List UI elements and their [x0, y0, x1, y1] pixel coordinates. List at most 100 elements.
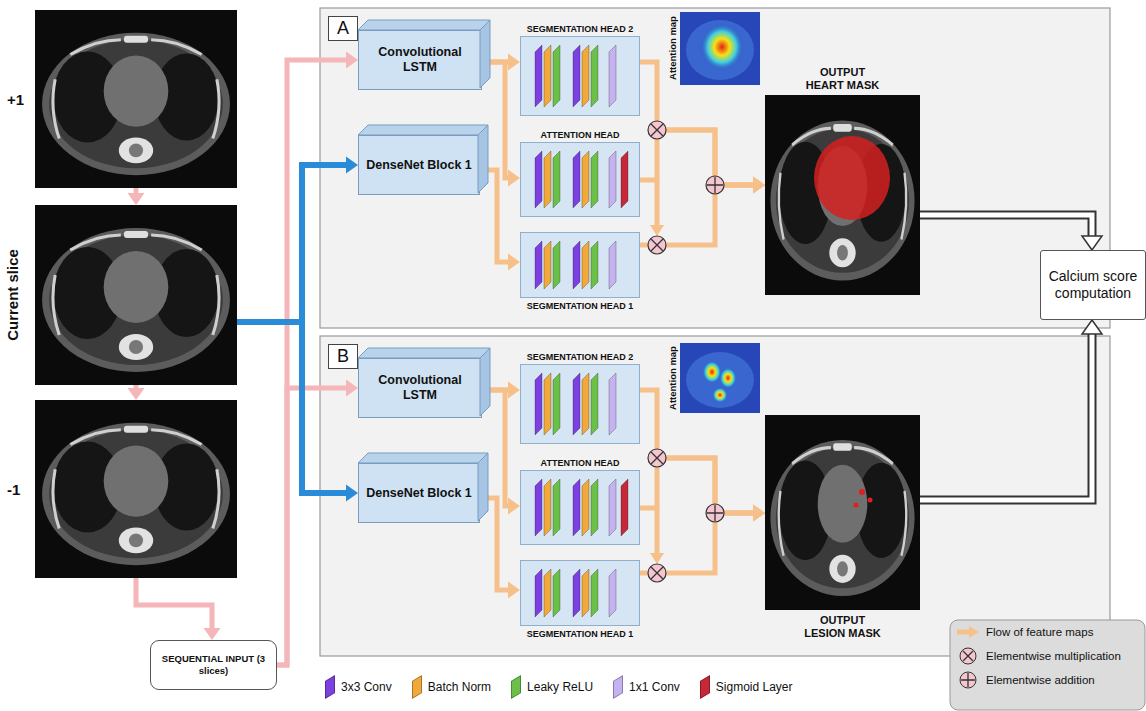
add-symbol — [706, 504, 724, 522]
output-mask: OUTPUT HEART MASK — [765, 95, 920, 295]
attention-map — [680, 343, 760, 413]
arrow-head — [753, 177, 765, 194]
lesion-mark — [859, 489, 865, 495]
connector — [128, 188, 145, 205]
legend-sample — [956, 647, 980, 665]
arrow-head — [128, 388, 145, 400]
layer-stack: ATTENTION HEAD — [520, 470, 640, 545]
connector — [640, 390, 765, 522]
legend-item: 3x3 Conv — [325, 678, 392, 696]
layer-slab — [609, 373, 616, 435]
layer-slab — [582, 241, 589, 289]
layer-slab — [544, 151, 551, 208]
output-mask: OUTPUT LESION MASK — [765, 415, 920, 610]
add-symbol — [706, 176, 724, 194]
output-title: OUTPUT HEART MASK — [800, 66, 886, 92]
legend-box — [950, 620, 1145, 710]
arrow-head — [1082, 236, 1102, 250]
network-block: DenseNet Block 1 — [358, 463, 480, 523]
connector-line — [277, 388, 346, 665]
legend-row: 3x3 ConvBatch NormLeaky ReLU1x1 ConvSigm… — [325, 678, 813, 696]
layer-slab — [553, 241, 560, 289]
arrow-head — [753, 505, 765, 522]
block-side-face — [478, 125, 488, 193]
connector — [640, 177, 765, 246]
connector-line — [134, 188, 139, 193]
layer-slab — [573, 479, 580, 536]
block-side-face — [480, 20, 490, 88]
layer-slab — [573, 45, 580, 107]
layer-slab — [544, 45, 551, 107]
head-title: ATTENTION HEAD — [511, 458, 649, 468]
block-top-face — [358, 20, 490, 30]
attention-hotspot — [719, 367, 737, 389]
legend-sample — [956, 623, 980, 641]
sample-multiply — [960, 648, 976, 664]
layer-stack: SEGMENTATION HEAD 1 — [520, 232, 640, 298]
layer-slab — [582, 569, 589, 617]
arrow-head — [128, 193, 145, 205]
layer-slab — [544, 479, 551, 536]
heart-mask — [814, 136, 890, 220]
connector — [640, 62, 765, 194]
arrow-head — [753, 177, 765, 194]
ct-slice: Current slice — [35, 205, 237, 385]
sample-arrow-head — [969, 626, 979, 638]
head-title: SEGMENTATION HEAD 2 — [511, 352, 649, 362]
layer-slab — [582, 479, 589, 536]
head-title: SEGMENTATION HEAD 2 — [511, 24, 649, 34]
arrow-head — [508, 382, 520, 399]
slice-label: Current slice — [4, 249, 21, 341]
layer-slabs — [521, 143, 639, 216]
connector-line — [640, 390, 753, 513]
map-label: Attention map — [667, 16, 678, 80]
layer-stack: ATTENTION HEAD — [520, 142, 640, 217]
feature-flow — [655, 508, 660, 554]
layer-slab — [582, 373, 589, 435]
layer-stack: SEGMENTATION HEAD 2 — [520, 364, 640, 444]
attention-map — [680, 12, 760, 85]
block-side-face — [478, 453, 488, 521]
head-title: SEGMENTATION HEAD 1 — [511, 301, 649, 311]
panel-letter: A — [328, 16, 358, 41]
legend-text: Sigmoid Layer — [716, 680, 793, 694]
block-label: DenseNet Block 1 — [366, 486, 472, 501]
ct-slice — [765, 415, 920, 610]
ct-slice — [35, 205, 237, 385]
layer-slab — [544, 241, 551, 289]
legend-swatch — [613, 675, 623, 699]
arrow-head — [753, 505, 765, 522]
attention-body — [686, 20, 754, 80]
map-label: Attention map — [667, 346, 678, 410]
block-label: DenseNet Block 1 — [366, 158, 472, 173]
arrow-head — [650, 553, 664, 564]
arrow-head — [650, 225, 664, 236]
layer-slabs — [521, 233, 639, 297]
head-title: ATTENTION HEAD — [511, 130, 649, 140]
legend-swatch — [511, 675, 521, 699]
input-box: SEQUENTIAL INPUT (3 slices) — [150, 640, 277, 690]
layer-slabs — [521, 37, 639, 115]
ct-slice — [35, 10, 237, 188]
connector-outline — [920, 215, 1092, 236]
layer-slab — [591, 151, 598, 208]
network-block: Convolutional LSTM — [358, 30, 482, 90]
connector — [640, 505, 765, 574]
arrow-head — [753, 177, 765, 194]
block-label: Convolutional LSTM — [363, 45, 477, 75]
lesion-mark — [854, 503, 859, 508]
slice-label: -1 — [7, 481, 20, 498]
connector — [920, 320, 1102, 500]
layer-slab — [553, 569, 560, 617]
legend-item: Flow of feature maps — [956, 622, 1093, 642]
network-block: DenseNet Block 1 — [358, 135, 480, 195]
legend-text: Elementwise multiplication — [986, 650, 1121, 662]
legend-item: Batch Norm — [412, 678, 491, 696]
arrow-head — [753, 505, 765, 522]
multiply-symbol — [648, 236, 666, 254]
connector-line — [920, 334, 1092, 500]
layer-slabs — [521, 365, 639, 443]
arrow-head — [1082, 320, 1102, 334]
sample-multiply-cross — [963, 651, 973, 661]
